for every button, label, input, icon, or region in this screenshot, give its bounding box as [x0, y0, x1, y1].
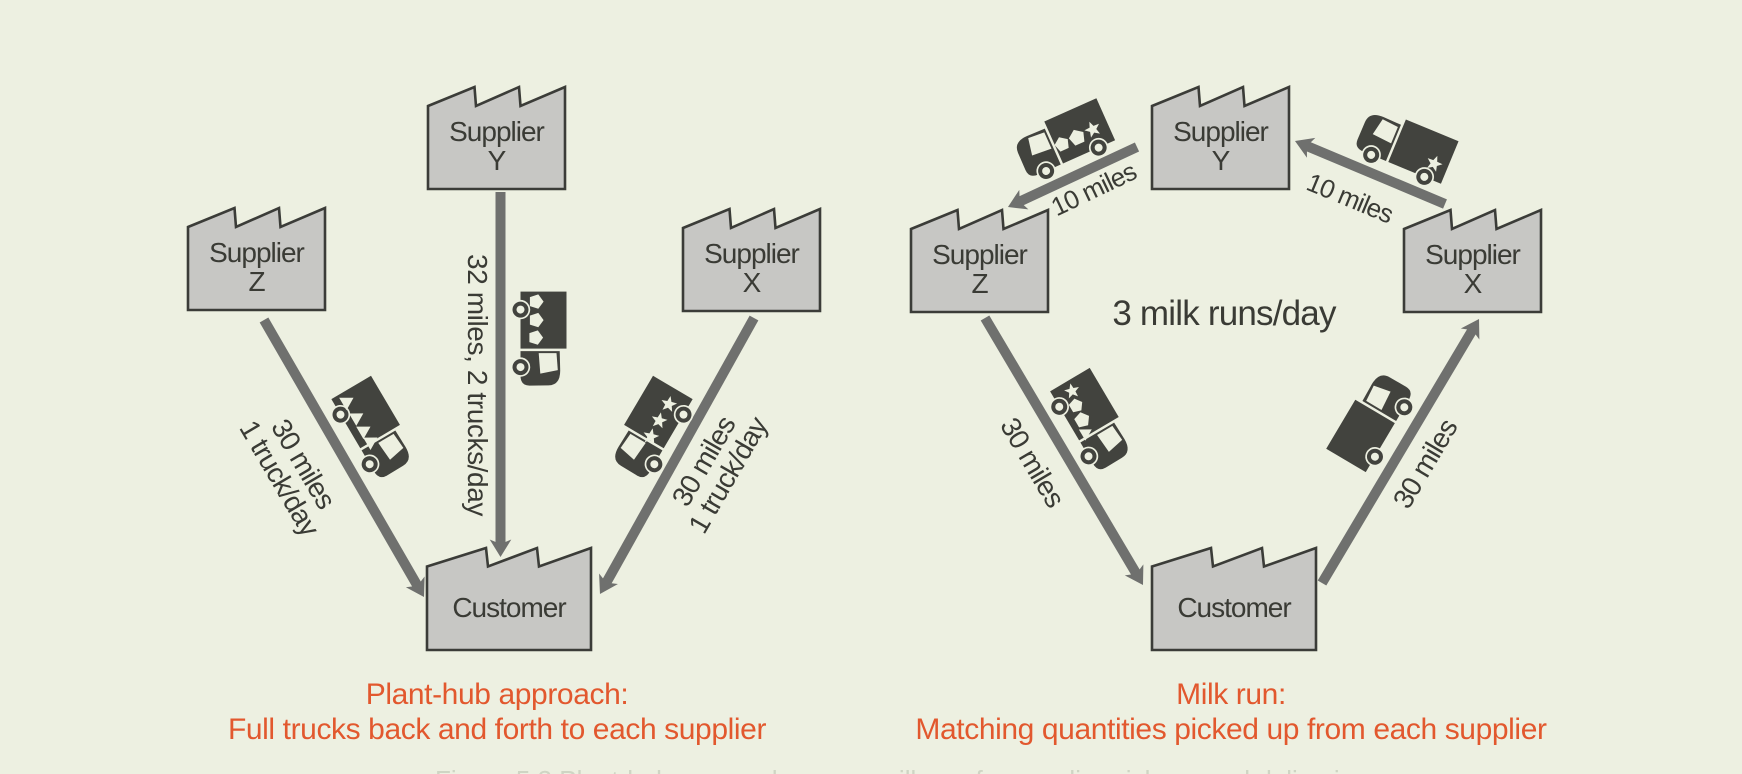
svg-text:30 miles: 30 miles	[994, 412, 1071, 512]
svg-text:Y: Y	[1212, 145, 1231, 176]
svg-text:X: X	[743, 267, 762, 298]
svg-text:Milk run:: Milk run:	[1176, 678, 1286, 711]
svg-text:Matching quantities picked up: Matching quantities picked up from each …	[915, 713, 1547, 746]
svg-text:X: X	[1464, 268, 1483, 299]
svg-text:Supplier: Supplier	[449, 116, 544, 147]
svg-text:32 miles, 2 trucks/day: 32 miles, 2 trucks/day	[462, 254, 493, 516]
svg-text:Supplier: Supplier	[704, 238, 799, 269]
svg-text:Figure 5.3 Plant-hub approach: Figure 5.3 Plant-hub approach versus mil…	[435, 765, 1367, 774]
svg-text:Plant-hub approach:: Plant-hub approach:	[366, 678, 629, 711]
svg-text:Supplier: Supplier	[209, 237, 304, 268]
svg-text:Z: Z	[971, 268, 988, 299]
svg-text:Customer: Customer	[1177, 592, 1291, 623]
svg-text:Z: Z	[248, 266, 265, 297]
svg-text:Supplier: Supplier	[932, 239, 1027, 270]
svg-text:Y: Y	[488, 145, 507, 176]
svg-text:Full trucks back and forth to: Full trucks back and forth to each suppl…	[228, 713, 766, 746]
svg-text:Supplier: Supplier	[1425, 239, 1520, 270]
svg-text:Customer: Customer	[452, 592, 566, 623]
svg-text:3 milk runs/day: 3 milk runs/day	[1112, 294, 1337, 333]
svg-text:Supplier: Supplier	[1173, 116, 1268, 147]
